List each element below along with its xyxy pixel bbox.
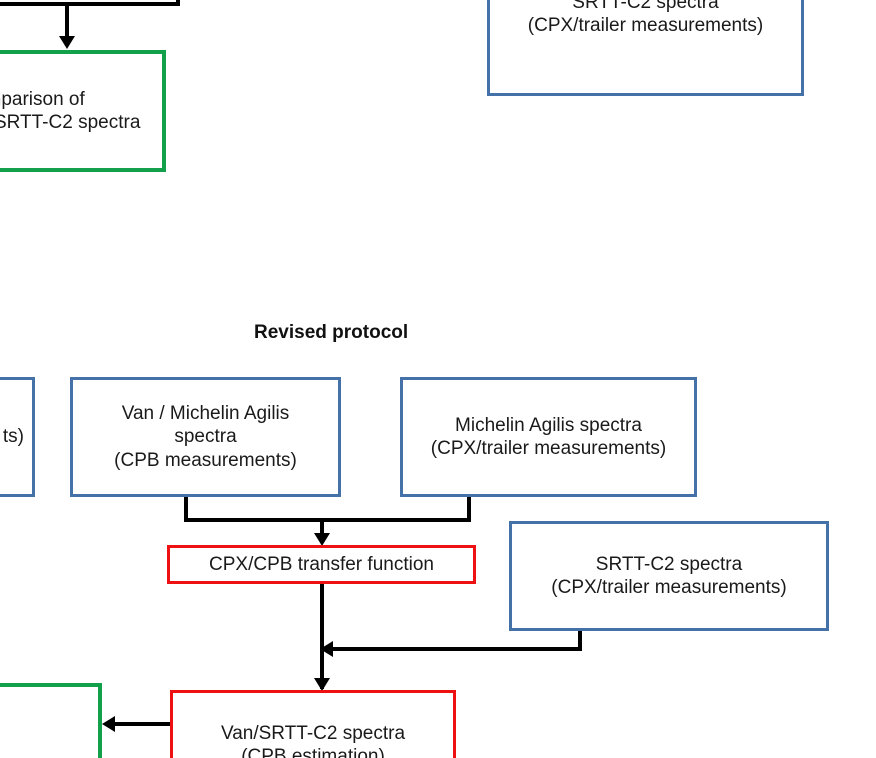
result-to-comparison-arrow-head [102,716,115,732]
michelin-agilis-box: Michelin Agilis spectra (CPX/trailer mea… [400,377,697,497]
merge-horizontal-bar [184,518,471,522]
top-srtt-c2-box: SRTT-C2 spectra (CPX/trailer measurement… [487,0,804,96]
van-michelin-down-stub [184,497,188,521]
revised-srtt-c2-box: SRTT-C2 spectra (CPX/trailer measurement… [509,521,829,631]
top-comparison-box: Comparison of GV & Van/SRTT-C2 spectra [0,50,166,172]
srtt-c2-down-stub [578,631,582,651]
top-horizontal-connector [0,2,180,6]
van-michelin-agilis-box: Van / Michelin Agilis spectra (CPB measu… [70,377,341,497]
transfer-function-down-shaft [320,584,324,689]
merge-arrow-shaft [320,518,324,538]
revised-protocol-heading: Revised protocol [254,322,409,343]
cpx-cpb-transfer-function-box: CPX/CPB transfer function [167,545,476,584]
result-arrow-head [314,678,330,691]
michelin-down-stub [467,497,471,521]
top-connector-right-riser [176,0,180,2]
revised-comparison-box: of 2 spectra [0,683,102,758]
top-arrow-shaft [65,2,69,38]
van-srtt-c2-result-box: Van/SRTT-C2 spectra (CPB estimation) [170,690,456,758]
revised-clipped-left-box: ts) [0,377,35,497]
srtt-c2-feed-arrow-head [320,641,333,657]
merge-arrow-head [314,533,330,546]
srtt-c2-horizontal-feed [330,647,582,651]
top-arrow-head [59,36,75,49]
result-to-comparison-line [112,722,170,726]
